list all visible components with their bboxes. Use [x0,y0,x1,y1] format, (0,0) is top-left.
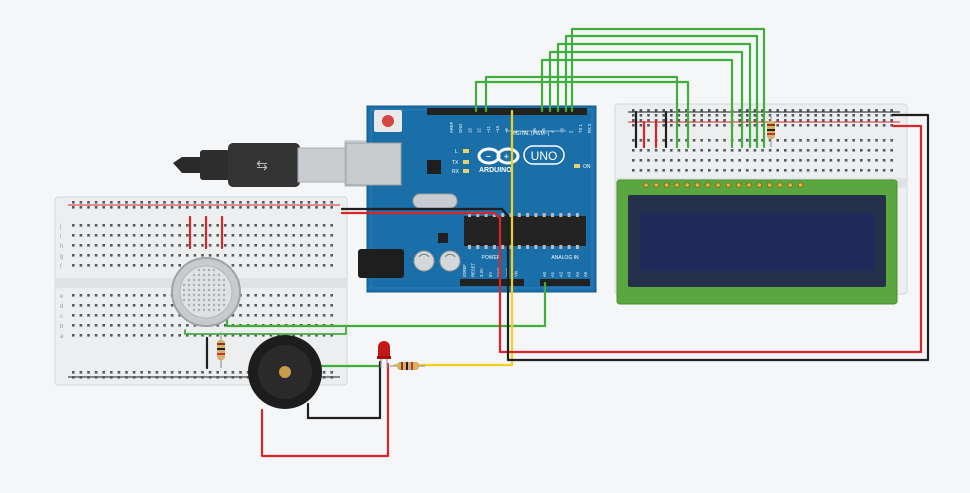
row-label: d [60,304,63,310]
model-label: UNO [531,149,558,163]
l-led-label: L [455,149,458,155]
row-label: c [60,314,63,320]
wire-green [474,80,690,149]
wire-red [340,124,923,354]
wire-green [556,42,752,149]
digital-pin-labels: AREF GND 13 12 ~11 ~10 ~9 8 7 ~6 ~5 4 ~3 2 TX 1 RX 0 [449,121,592,133]
pin-label: Vin [514,270,519,277]
svg-text:+: + [504,152,509,161]
power-jack [358,249,404,278]
row-label: b [60,324,64,330]
power-header [460,279,524,286]
pin-label: A4 [575,271,580,277]
svg-text:−: − [486,152,491,161]
pin-label: GND [458,124,463,133]
pin-label: ~11 [486,126,491,133]
resistor[interactable] [767,115,775,147]
piezo-buzzer[interactable] [248,335,322,409]
pin-label: 13 [467,128,472,133]
row-label: f [60,264,62,270]
pin-label: 5V [488,272,493,277]
digital-header-label: DIGITAL (PWM~) [511,131,550,137]
wire-black [340,113,930,362]
analog-header [540,279,590,286]
pin-label: AREF [449,121,454,133]
pin-label: ~6 [532,128,537,133]
atmega-chip [464,216,586,246]
arduino-uno-board[interactable]: L TX RX ON − + ARDUINO UNO AREF GND 13 12 ~1… [345,105,597,293]
pin-label: IOREF [462,264,467,277]
gas-sensor[interactable] [171,257,241,327]
pin-label: 4 [550,130,555,133]
pin-label: ~9 [504,128,509,133]
row-label: e [60,294,64,300]
wire-green [548,50,744,149]
pin-label: A2 [558,271,563,277]
power-label: POWER [482,255,501,261]
lcd-pin-header [643,182,804,188]
resistor[interactable] [217,332,225,368]
breadboard-row-labels: j i h g f e d c b a [59,224,64,340]
row-label: h [60,244,63,250]
pin-label: ~10 [495,125,500,133]
pin-label: 8 [513,130,518,133]
wire-yellow [393,109,514,367]
breadboard-holes[interactable] [72,201,333,379]
digital-header [427,108,587,115]
pin-label: 2 [569,130,574,133]
pin-label: 7 [523,130,528,133]
on-led-label: ON [583,164,591,170]
wire-green [540,58,734,149]
lcd-display[interactable] [616,179,898,305]
wire-green [570,27,766,149]
wire-green [184,325,546,335]
wire-red [260,362,390,458]
pin-label: ~3 [559,128,564,133]
arduino-infinity-logo-icon: − + [477,147,520,165]
row-label: j [59,224,61,230]
pin-label: 12 [477,128,482,133]
wire-black [306,360,382,420]
pin-label: A1 [550,271,555,277]
pin-label: RESET [471,263,476,277]
row-label: a [60,334,64,340]
wire-green [564,34,759,149]
pin-label: ~5 [541,128,546,133]
usb-symbol-icon: ⇆ [256,157,268,173]
brand-label: ARDUINO [479,167,512,174]
red-led[interactable] [377,341,391,368]
pin-label: 3.3V [479,268,484,277]
wires[interactable] [184,27,930,458]
tx-led-label: TX [452,160,459,166]
pin-label: TX 1 [578,123,583,133]
row-label: g [60,254,63,260]
rx-led-label: RX [452,169,460,175]
row-label: i [60,234,61,240]
pin-label: A5 [583,271,588,277]
analog-label: ANALOG IN [551,255,579,261]
resistor[interactable] [390,362,425,370]
lcd-screen [640,213,874,271]
pin-label: RX 0 [587,123,592,133]
wire-green [484,75,679,149]
pin-label: A0 [542,271,547,277]
pin-label: A3 [567,271,572,277]
